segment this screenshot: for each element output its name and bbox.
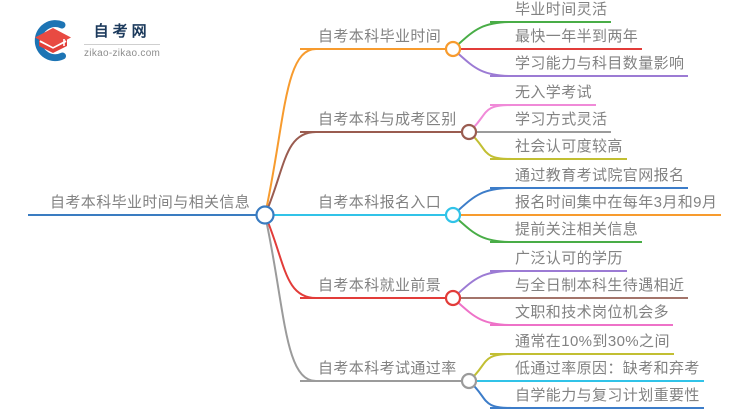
- branch-node-1[interactable]: 自考本科毕业时间: [300, 26, 446, 50]
- branch-toggle-dot[interactable]: [460, 123, 478, 141]
- logo-divider: [84, 43, 161, 45]
- connector-curve: [264, 131, 317, 216]
- leaf-node[interactable]: 文职和技术岗位机会多: [490, 302, 674, 326]
- leaf-node[interactable]: 学习方式灵活: [490, 109, 612, 133]
- connector-curve: [264, 214, 317, 382]
- mindmap-root-node[interactable]: 自考本科毕业时间与相关信息: [28, 192, 257, 216]
- graduation-cap-icon: [34, 20, 71, 62]
- leaf-node[interactable]: 自学能力与复习计划重要性: [490, 385, 704, 409]
- leaf-node[interactable]: 报名时间集中在每年3月和9月: [490, 192, 722, 216]
- branch-toggle-dot[interactable]: [444, 206, 462, 224]
- branch-node-5[interactable]: 自考本科考试通过率: [300, 358, 461, 382]
- leaf-node[interactable]: 低通过率原因：缺考和弃考: [490, 358, 704, 382]
- logo-title: 自考网: [93, 22, 151, 40]
- leaf-node[interactable]: 最快一年半到两年: [490, 26, 643, 50]
- leaf-node[interactable]: 毕业时间灵活: [490, 0, 612, 23]
- branch-toggle-dot[interactable]: [460, 372, 478, 390]
- branch-toggle-dot[interactable]: [444, 40, 462, 58]
- logo-domain: zikao-zikao.com: [84, 47, 161, 59]
- leaf-node[interactable]: 学习能力与科目数量影响: [490, 53, 689, 77]
- leaf-node[interactable]: 通过教育考试院官网报名: [490, 165, 689, 189]
- leaf-node[interactable]: 提前关注相关信息: [490, 219, 643, 243]
- branch-node-3[interactable]: 自考本科报名入口: [300, 192, 446, 216]
- leaf-node[interactable]: 与全日制本科生待遇相近: [490, 275, 689, 299]
- branch-toggle-dot[interactable]: [444, 289, 462, 307]
- leaf-node[interactable]: 通常在10%到30%之间: [490, 331, 674, 355]
- root-toggle-dot[interactable]: [255, 205, 275, 225]
- connector-curve: [264, 214, 317, 299]
- connector-curve: [264, 48, 317, 216]
- leaf-node[interactable]: 无入学考试: [490, 82, 597, 106]
- leaf-node[interactable]: 广泛认可的学历: [490, 248, 627, 272]
- site-logo: 自考网 zikao-zikao.com: [28, 15, 161, 63]
- logo-text-block: 自考网 zikao-zikao.com: [84, 20, 161, 59]
- branch-node-4[interactable]: 自考本科就业前景: [300, 275, 446, 299]
- branch-node-2[interactable]: 自考本科与成考区别: [300, 109, 461, 133]
- leaf-node[interactable]: 社会认可度较高: [490, 136, 627, 160]
